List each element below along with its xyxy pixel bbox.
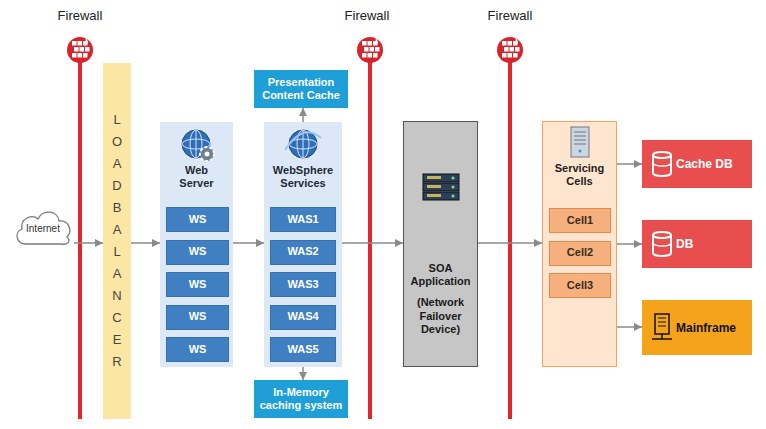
- box-label: WS: [189, 310, 207, 323]
- text-group: Cell1: [550, 214, 610, 227]
- db-icon: [642, 220, 652, 230]
- panel-heading: (Network Failover Device): [409, 296, 473, 336]
- text-group: WAS3: [271, 278, 335, 291]
- box-label: Presentation Content Cache: [257, 76, 345, 102]
- firewall-label: Firewall: [327, 8, 407, 23]
- cell-box: Cell1: [549, 208, 611, 233]
- server-box: WS: [166, 207, 229, 232]
- box-label: Mainframe: [676, 320, 736, 334]
- server-box: WS: [166, 272, 229, 297]
- db-icon: [642, 140, 652, 150]
- load-balancer-band: LOAD BALANCER: [103, 63, 131, 419]
- text-group: WS: [167, 310, 228, 323]
- flow-arrow: [131, 242, 160, 244]
- server-box: WS: [166, 305, 229, 330]
- flow-arrow: [74, 242, 103, 244]
- text-group: WS: [167, 213, 228, 226]
- server-box: WAS4: [270, 305, 336, 330]
- server-box: WAS1: [270, 207, 336, 232]
- globe-icon: [264, 122, 274, 132]
- server-box: WS: [166, 240, 229, 265]
- database-box: DB: [642, 220, 752, 268]
- soa-box: SOA Application (Network Failover Device): [403, 121, 478, 367]
- box-label: Cache DB: [676, 157, 733, 171]
- text-group: WAS1: [271, 213, 335, 226]
- box-label: Cell3: [567, 279, 593, 292]
- text-group: WAS5: [271, 343, 335, 356]
- flow-arrow: [617, 243, 642, 245]
- cache-box: Presentation Content Cache: [254, 70, 348, 108]
- box-label: WAS5: [287, 343, 318, 356]
- rack-icon: [404, 122, 414, 132]
- cache-box: In-Memory caching system: [254, 380, 348, 418]
- firewall: [497, 37, 523, 419]
- cells-panel: Servicing CellsCell1Cell2Cell3: [542, 121, 617, 367]
- server-panel: WebSphere ServicesWAS1WAS2WAS3WAS4WAS5: [264, 122, 342, 367]
- flow-arrow: [478, 242, 542, 244]
- box-label: WAS1: [287, 213, 318, 226]
- box-label: Internet: [26, 223, 60, 235]
- text-group: Cache DB: [642, 157, 752, 171]
- mainframe-icon: [642, 300, 652, 310]
- flow-arrow: [302, 367, 304, 380]
- server-box: WS: [166, 337, 229, 362]
- database-box: Cache DB: [642, 140, 752, 188]
- flow-arrow: [342, 242, 403, 244]
- text-group: WAS4: [271, 310, 335, 323]
- panel-heading: Web Server: [171, 164, 223, 190]
- server-box: WAS3: [270, 272, 336, 297]
- text-group: Servicing Cells: [543, 162, 616, 188]
- text-group: WAS2: [271, 245, 335, 258]
- box-label: Cell1: [567, 214, 593, 227]
- text-group: Presentation Content Cache: [254, 76, 348, 102]
- text-group: WS: [167, 245, 228, 258]
- text-group: WebSphere Services: [264, 164, 342, 190]
- box-label: Cell2: [567, 246, 593, 259]
- cell-box: Cell3: [549, 273, 611, 298]
- firewall-label: Firewall: [40, 8, 120, 23]
- text-group: WS: [167, 278, 228, 291]
- text-group: Cell3: [550, 279, 610, 292]
- globegear-icon: [160, 122, 170, 132]
- box-label: In-Memory caching system: [257, 386, 345, 412]
- box-label: WAS4: [287, 310, 318, 323]
- text-group: Internet: [12, 223, 74, 235]
- box-label: WAS2: [287, 245, 318, 258]
- server-box: WAS2: [270, 240, 336, 265]
- text-group: LOAD BALANCER: [103, 109, 131, 373]
- flow-arrow: [302, 108, 304, 122]
- text-group: WS: [167, 343, 228, 356]
- server-box: WAS5: [270, 337, 336, 362]
- box-label: WS: [189, 245, 207, 258]
- box-label: WAS3: [287, 278, 318, 291]
- text-group: Cell2: [550, 246, 610, 259]
- firewall: [357, 37, 383, 419]
- flow-arrow: [617, 326, 642, 328]
- panel-heading: Servicing Cells: [549, 162, 611, 188]
- text-group: Web Server: [160, 164, 233, 190]
- firewall-label: Firewall: [470, 8, 550, 23]
- text-group: DB: [642, 237, 752, 251]
- box-label: WS: [189, 278, 207, 291]
- box-label: WS: [189, 343, 207, 356]
- tower-icon: [543, 122, 553, 132]
- vertical-label: LOAD BALANCER: [111, 109, 124, 373]
- server-panel: Web ServerWS WS WS WS WS: [160, 122, 233, 367]
- panel-heading: WebSphere Services: [267, 164, 339, 190]
- text-group: Mainframe: [642, 320, 752, 334]
- flow-arrow: [617, 163, 642, 165]
- box-label: DB: [676, 237, 693, 251]
- text-group: SOA Application (Network Failover Device): [404, 262, 477, 336]
- text-group: In-Memory caching system: [254, 386, 348, 412]
- firewall: [67, 37, 93, 419]
- flow-arrow: [233, 242, 264, 244]
- cell-box: Cell2: [549, 241, 611, 266]
- panel-heading: SOA Application: [409, 262, 473, 288]
- mainframe-box: Mainframe: [642, 300, 752, 355]
- box-label: WS: [189, 213, 207, 226]
- internet-cloud: Internet: [12, 206, 74, 248]
